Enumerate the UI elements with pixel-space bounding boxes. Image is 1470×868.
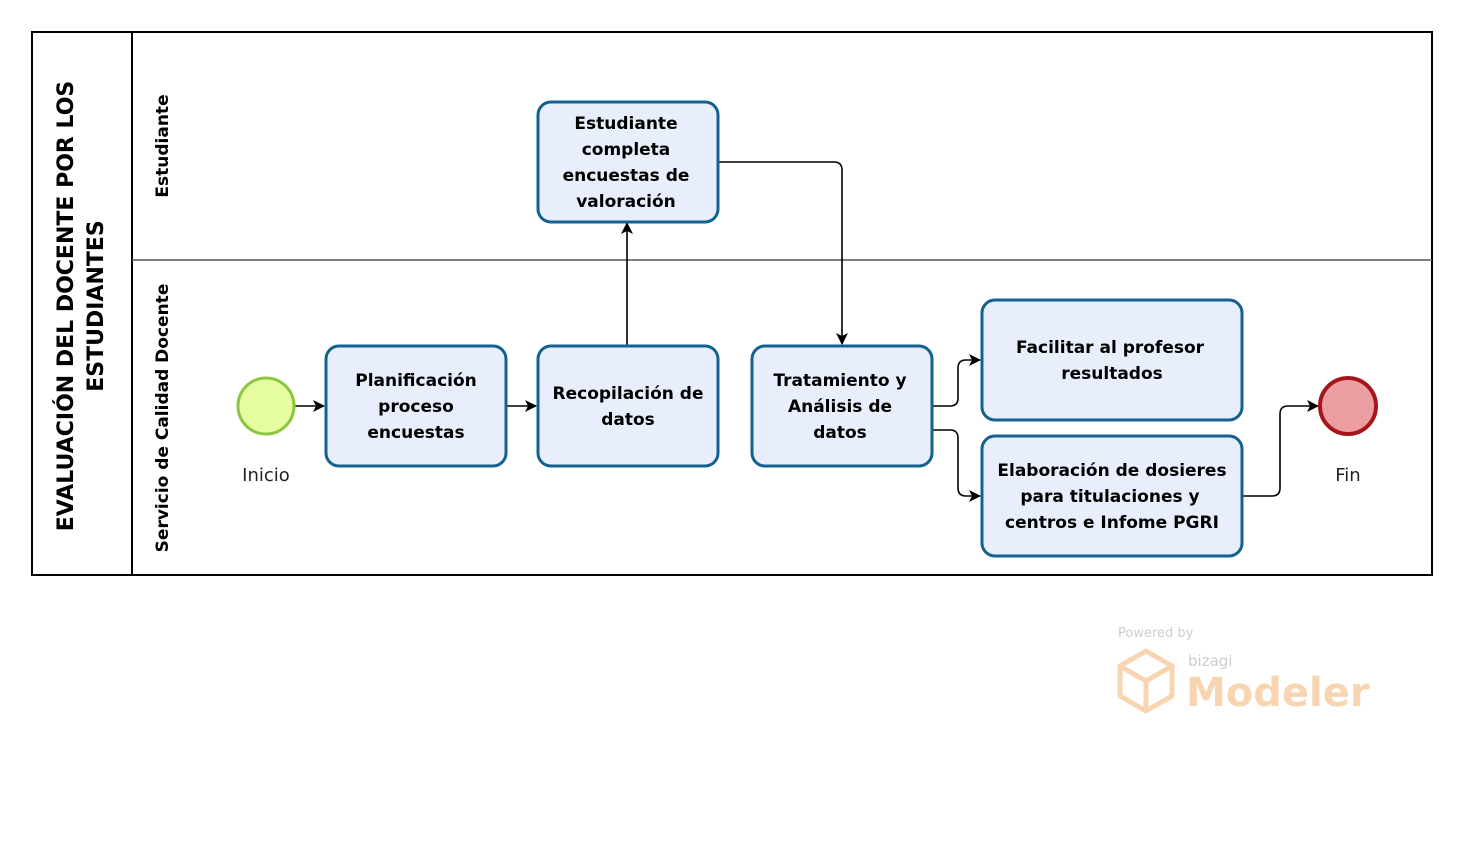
task-estudiante-completa[interactable]: Estudiante completa encuestas de valorac… bbox=[536, 100, 720, 224]
start-event-circle[interactable] bbox=[236, 376, 296, 436]
task-elaboracion-line3: centros e Infome PGRI bbox=[1005, 513, 1219, 533]
task-facilitar-line1: Facilitar al profesor bbox=[1016, 338, 1205, 358]
task-box[interactable] bbox=[324, 344, 508, 468]
task-box[interactable] bbox=[750, 344, 934, 468]
flow-tratamiento-to-facilitar bbox=[932, 354, 981, 407]
watermark-product: Modeler bbox=[1186, 670, 1370, 716]
task-box[interactable] bbox=[536, 100, 720, 224]
flow-estudiante-to-tratamiento bbox=[718, 161, 848, 345]
start-event-label: Inicio bbox=[242, 465, 290, 486]
task-tratamiento-line3: datos bbox=[813, 423, 867, 443]
task-planificacion-line2: proceso bbox=[378, 397, 454, 417]
task-estudiante-line2: completa bbox=[582, 140, 671, 160]
task-elaboracion[interactable]: Elaboración de dosieres para titulacione… bbox=[980, 434, 1244, 558]
task-estudiante-line4: valoración bbox=[576, 192, 676, 212]
task-tratamiento-line2: Análisis de bbox=[788, 397, 892, 417]
task-recopilacion-line1: Recopilación de bbox=[553, 384, 704, 404]
task-planificacion-line3: encuestas bbox=[367, 423, 464, 443]
task-planificacion-line1: Planificación bbox=[355, 371, 477, 391]
task-elaboracion-line1: Elaboración de dosieres bbox=[997, 461, 1226, 481]
task-box[interactable] bbox=[536, 344, 720, 468]
task-box[interactable] bbox=[980, 434, 1244, 558]
task-estudiante-line1: Estudiante bbox=[574, 114, 677, 134]
watermark-brand: bizagi bbox=[1188, 652, 1232, 670]
sequence-flows bbox=[295, 161, 1319, 502]
watermark-powered-by: Powered by bbox=[1118, 626, 1194, 641]
lane-servicio: Servicio de Calidad Docente bbox=[153, 284, 173, 553]
task-planificacion[interactable]: Planificación proceso encuestas bbox=[324, 344, 508, 468]
task-recopilacion[interactable]: Recopilación de datos bbox=[536, 344, 720, 468]
task-facilitar-line2: resultados bbox=[1061, 364, 1163, 384]
task-elaboracion-line2: para titulaciones y bbox=[1020, 487, 1199, 507]
end-event-circle[interactable] bbox=[1318, 376, 1378, 436]
lane-label-servicio: Servicio de Calidad Docente bbox=[153, 284, 173, 553]
task-box[interactable] bbox=[980, 298, 1244, 422]
bizagi-watermark: Powered by bizagi Modeler bbox=[1117, 626, 1370, 716]
end-event-label: Fin bbox=[1335, 465, 1360, 486]
start-event[interactable]: Inicio bbox=[236, 376, 296, 486]
flow-tratamiento-to-elaboracion bbox=[932, 429, 981, 502]
lane-label-estudiante: Estudiante bbox=[153, 94, 173, 197]
end-event[interactable]: Fin bbox=[1318, 376, 1378, 486]
flow-elaboracion-to-fin bbox=[1242, 400, 1319, 497]
task-recopilacion-line2: datos bbox=[601, 410, 655, 430]
task-estudiante-line3: encuestas de bbox=[563, 166, 690, 186]
pool-title-line1: EVALUACIÓN DEL DOCENTE POR LOS bbox=[53, 81, 79, 532]
pool-title-line2: ESTUDIANTES bbox=[84, 220, 109, 392]
bizagi-logo-icon bbox=[1117, 648, 1175, 714]
task-facilitar[interactable]: Facilitar al profesor resultados bbox=[980, 298, 1244, 422]
task-tratamiento-line1: Tratamiento y bbox=[773, 371, 906, 391]
task-tratamiento[interactable]: Tratamiento y Análisis de datos bbox=[750, 344, 934, 468]
lane-estudiante: Estudiante bbox=[153, 94, 173, 197]
